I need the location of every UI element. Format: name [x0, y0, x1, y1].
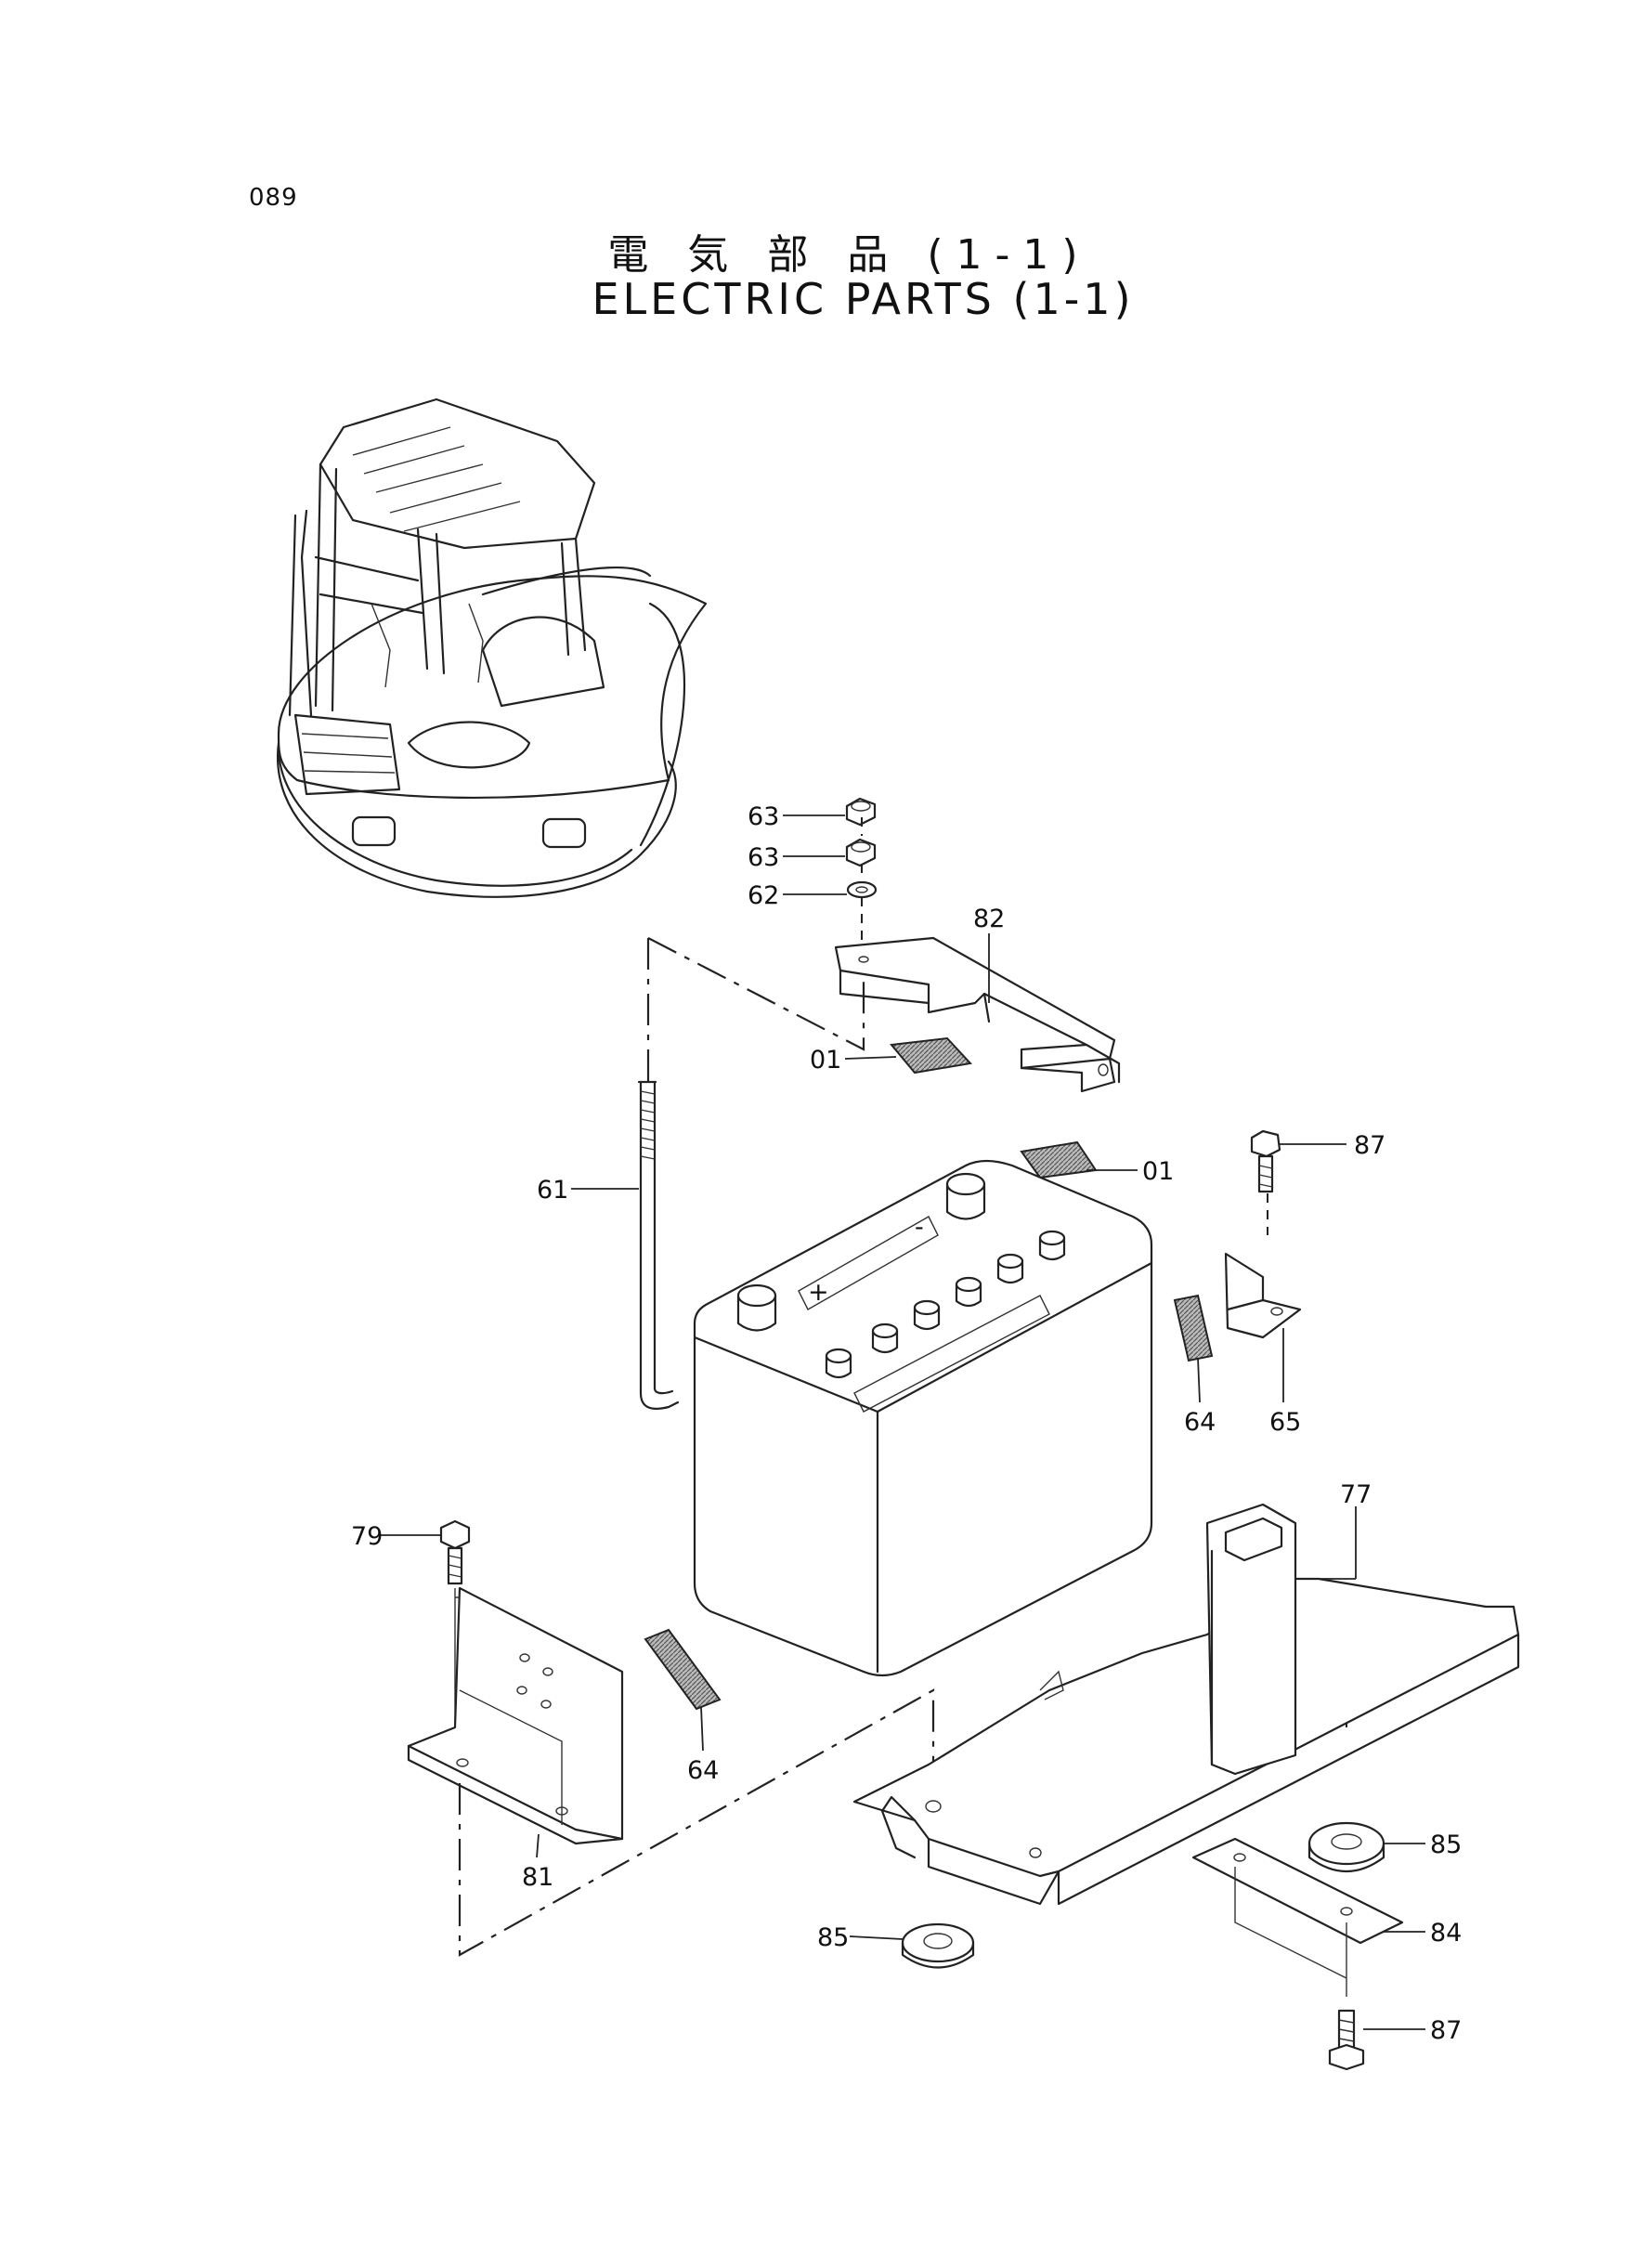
battery-minus-mark: -	[915, 1213, 924, 1242]
callout-85-right: 85	[1430, 1831, 1462, 1859]
bolt-79	[439, 1519, 471, 1585]
assembly-line-lower	[458, 1688, 935, 1957]
callout-87-upper: 87	[1354, 1131, 1385, 1160]
callout-01-left: 01	[810, 1046, 841, 1075]
callout-63-middle: 63	[748, 843, 779, 872]
grommet-85-right	[1307, 1821, 1385, 1873]
assembly-line-upper	[647, 937, 865, 1051]
plate-84	[1191, 1837, 1404, 1945]
callout-61: 61	[537, 1176, 568, 1205]
callout-84: 84	[1430, 1919, 1462, 1948]
callout-65: 65	[1269, 1408, 1301, 1437]
callout-81: 81	[522, 1863, 553, 1892]
callout-82: 82	[973, 905, 1005, 933]
callout-77: 77	[1340, 1480, 1372, 1509]
bolt-87-upper	[1250, 1129, 1281, 1193]
callout-62: 62	[748, 881, 779, 910]
bracket-81	[407, 1586, 624, 1845]
battery-plus-mark: +	[808, 1278, 829, 1307]
page-number: 089	[249, 184, 298, 212]
pad-01-b	[1020, 1140, 1098, 1179]
leader-lines	[381, 814, 1425, 2030]
battery-cell-caps	[825, 1230, 1066, 1379]
nut-63-middle	[845, 838, 877, 867]
machine-overview-illustration	[276, 397, 708, 898]
callout-87-lower: 87	[1430, 2016, 1462, 2045]
callout-labels: 63 63 62 82 01 01 87 61 64 65 77 79 64 8…	[351, 802, 1462, 2045]
battery: + -	[693, 1159, 1153, 1677]
title-english: ELECTRIC PARTS (1-1)	[592, 274, 1135, 324]
washer-62	[846, 880, 878, 899]
bracket-82	[834, 936, 1121, 1093]
callout-85-left: 85	[817, 1923, 849, 1952]
callout-64-right: 64	[1184, 1408, 1216, 1437]
callout-79: 79	[351, 1522, 383, 1551]
callout-63-top: 63	[748, 802, 779, 831]
grommet-85-left	[901, 1922, 975, 1969]
battery-tray-77	[852, 1503, 1520, 1906]
rod-61	[637, 1080, 680, 1410]
pad-64-right	[1173, 1294, 1214, 1362]
pad-64-left	[644, 1628, 722, 1711]
bracket-65	[1224, 1252, 1302, 1339]
battery-terminal-plus	[736, 1283, 777, 1332]
pad-01-a	[890, 1036, 972, 1075]
title-japanese: 電 気 部 品 (1-1)	[607, 231, 1091, 279]
bolt-87-lower	[1328, 2009, 1365, 2071]
callout-64-left: 64	[687, 1756, 719, 1785]
nut-63-top	[845, 797, 877, 827]
callout-01-right: 01	[1142, 1157, 1174, 1186]
battery-terminal-minus	[945, 1172, 986, 1220]
